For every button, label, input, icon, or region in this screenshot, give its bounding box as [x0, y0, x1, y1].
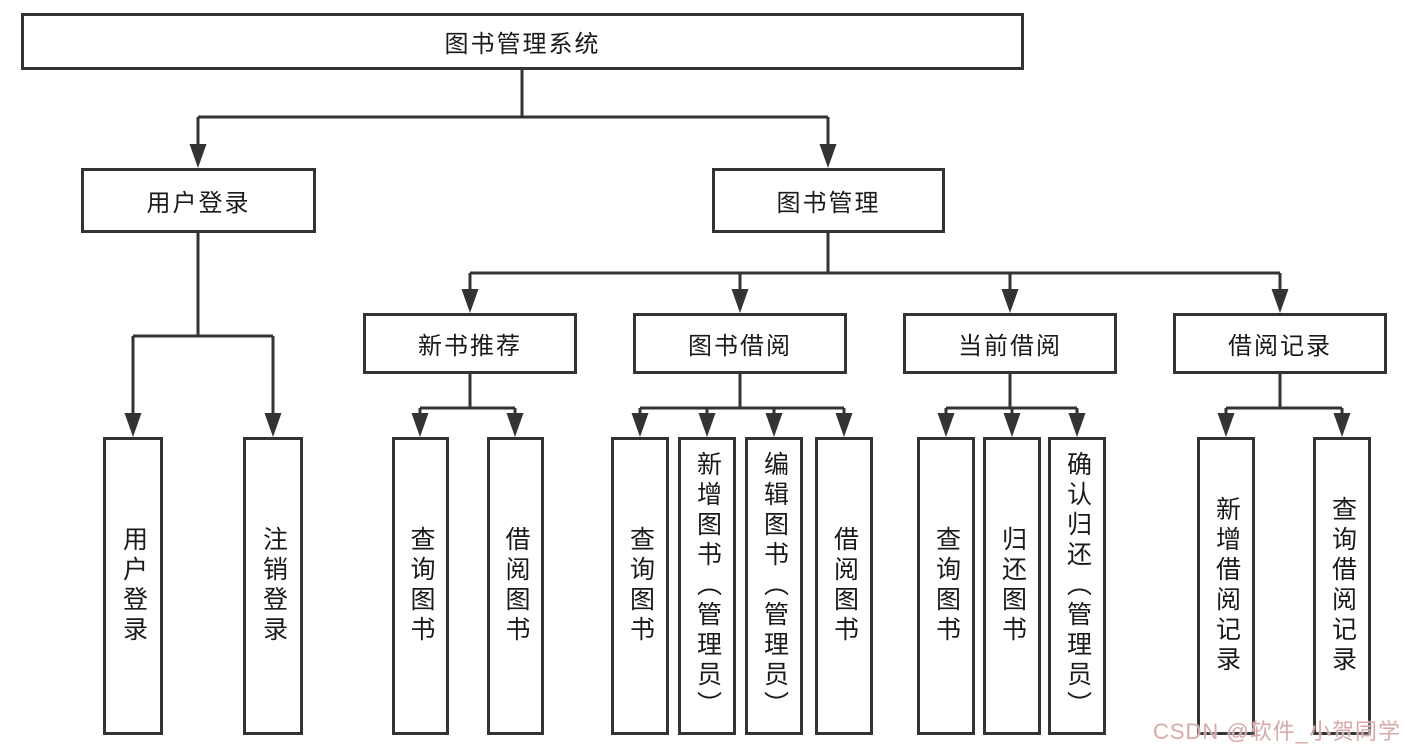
arrowhead-icon: [765, 413, 783, 437]
node-borrow-records: 借阅记录: [1173, 313, 1387, 374]
arrowhead-icon: [698, 413, 716, 437]
leaf-return-books: 归还图书: [983, 437, 1041, 735]
leaf-query-books-borrow: 查询图书: [611, 437, 669, 735]
arrowhead-icon: [124, 413, 142, 437]
leaf-label: 借阅图书: [502, 526, 530, 646]
arrowhead-icon: [264, 413, 282, 437]
leaf-add-books-admin: 新增图书（管理员）: [678, 437, 736, 735]
leaf-query-books-recommend: 查询图书: [392, 437, 449, 735]
node-book-management: 图书管理: [712, 168, 945, 233]
arrowhead-icon: [937, 413, 955, 437]
arrowhead-icon: [1003, 413, 1021, 437]
leaf-label: 用户登录: [119, 526, 148, 646]
leaf-borrow-books-recommend: 借阅图书: [487, 437, 544, 735]
leaf-label: 编辑图书（管理员）: [760, 451, 789, 721]
arrowhead-icon: [506, 413, 524, 437]
arrowhead-icon: [411, 413, 429, 437]
arrowhead-icon: [1068, 413, 1086, 437]
leaf-query-books-current: 查询图书: [917, 437, 975, 735]
leaf-label: 注销登录: [259, 526, 288, 646]
leaf-label: 新增借阅记录: [1212, 496, 1241, 676]
leaf-user-login: 用户登录: [103, 437, 163, 735]
node-book-borrow: 图书借阅: [633, 313, 847, 374]
node-label: 借阅记录: [1228, 333, 1332, 360]
leaf-label: 归还图书: [998, 526, 1027, 646]
node-library-system: 图书管理系统: [21, 13, 1024, 70]
leaf-label: 确认归还（管理员）: [1063, 451, 1092, 721]
leaf-query-borrow-record: 查询借阅记录: [1313, 437, 1371, 735]
arrowhead-icon: [1217, 413, 1235, 437]
leaf-logout: 注销登录: [243, 437, 303, 735]
node-new-book-recommend: 新书推荐: [363, 313, 577, 374]
node-label: 图书管理: [776, 190, 881, 217]
node-label: 用户登录: [146, 190, 251, 217]
node-user-login: 用户登录: [81, 168, 316, 233]
node-label: 新书推荐: [418, 333, 522, 360]
arrowhead-icon: [461, 289, 479, 313]
node-label: 图书管理系统: [444, 31, 601, 58]
leaf-add-borrow-record: 新增借阅记录: [1197, 437, 1255, 735]
leaf-label: 查询图书: [407, 526, 435, 646]
csdn-watermark: CSDN @软件_小贺同学: [1152, 719, 1401, 744]
arrowhead-icon: [189, 144, 207, 168]
arrowhead-icon: [1333, 413, 1351, 437]
arrowhead-icon: [1271, 289, 1289, 313]
arrowhead-icon: [731, 289, 749, 313]
leaf-label: 新增图书（管理员）: [693, 451, 722, 721]
arrowhead-icon: [631, 413, 649, 437]
leaf-label: 查询图书: [626, 526, 655, 646]
arrowhead-icon: [835, 413, 853, 437]
node-current-borrow: 当前借阅: [903, 313, 1117, 374]
leaf-label: 借阅图书: [830, 526, 859, 646]
node-label: 图书借阅: [688, 333, 792, 360]
leaf-confirm-return-admin: 确认归还（管理员）: [1048, 437, 1106, 735]
arrowhead-icon: [819, 144, 837, 168]
leaf-borrow-books: 借阅图书: [815, 437, 873, 735]
arrowhead-icon: [1001, 289, 1019, 313]
leaf-edit-books-admin: 编辑图书（管理员）: [745, 437, 803, 735]
leaf-label: 查询图书: [932, 526, 961, 646]
node-label: 当前借阅: [958, 333, 1062, 360]
leaf-label: 查询借阅记录: [1328, 496, 1357, 676]
